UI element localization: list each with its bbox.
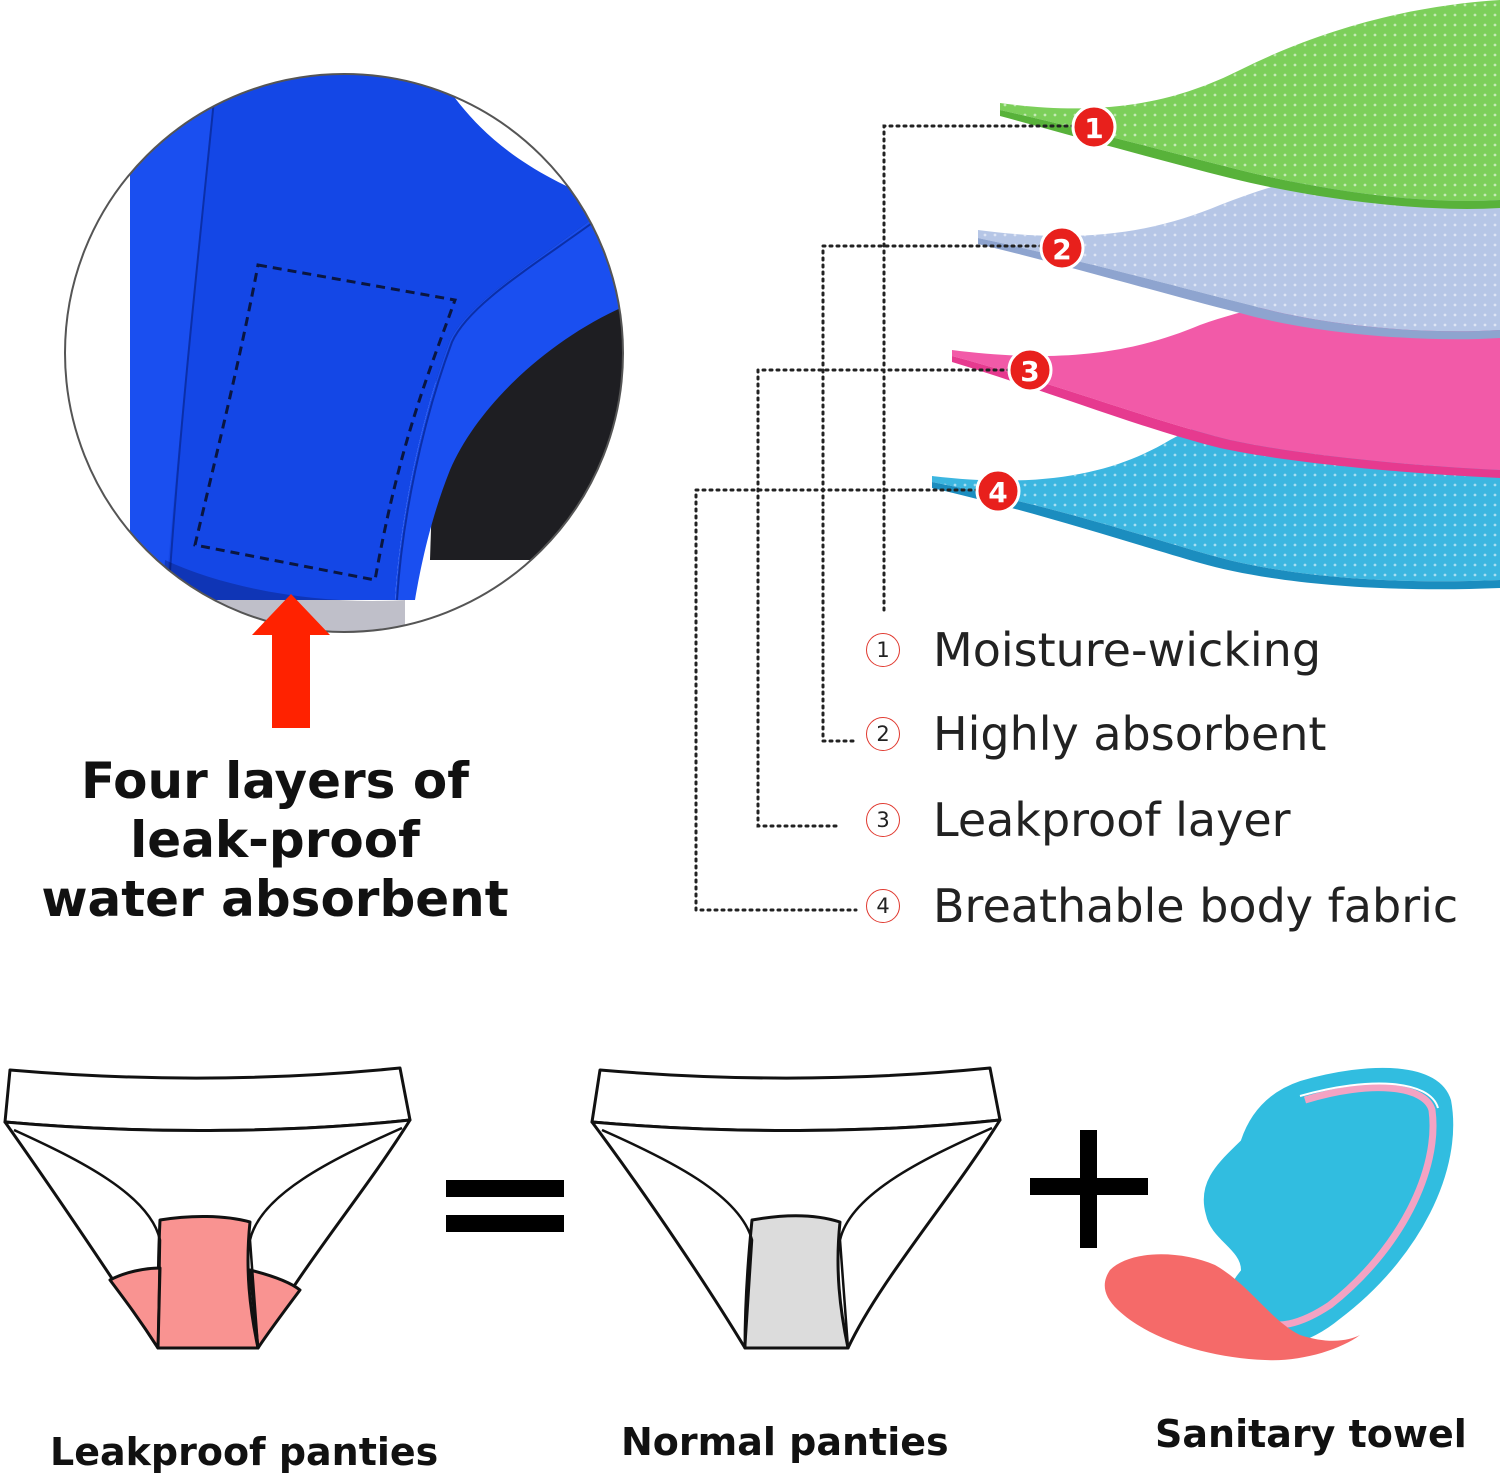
marker-2-icon: 2 <box>1039 225 1085 271</box>
headline-line-3: water absorbent <box>41 870 509 928</box>
layer-stack <box>932 0 1500 590</box>
legend-item-leakproof-layer: 3 Leakproof layer <box>866 790 1291 850</box>
headline: Four layers of leak-proof water absorben… <box>20 752 530 929</box>
equals-sign-icon <box>446 1180 564 1232</box>
layer-1-sheet <box>1000 0 1500 209</box>
svg-text:3: 3 <box>1020 355 1039 388</box>
red-up-arrow-icon <box>252 594 330 728</box>
caption-sanitary-towel: Sanitary towel <box>1155 1412 1467 1456</box>
legend-item-highly-absorbent: 2 Highly absorbent <box>866 704 1326 764</box>
headline-line-1: Four layers of <box>81 752 469 810</box>
leader-lines <box>694 124 1076 912</box>
legend-number-1: 1 <box>866 633 900 667</box>
headline-line-2: leak-proof <box>130 811 420 869</box>
plus-sign-icon <box>1030 1130 1148 1248</box>
layer-3-sheet <box>952 292 1500 478</box>
legend-item-breathable-body-fabric: 4 Breathable body fabric <box>866 876 1458 936</box>
marker-4-icon: 4 <box>975 468 1021 514</box>
legend-number-2: 2 <box>866 717 900 751</box>
layer-markers: 1 2 3 4 <box>975 104 1117 514</box>
legend-label-4: Breathable body fabric <box>933 879 1459 933</box>
legend-label-3: Leakproof layer <box>933 793 1291 847</box>
caption-normal-panties: Normal panties <box>621 1420 949 1464</box>
legend-label-1: Moisture-wicking <box>933 623 1322 677</box>
panty-closeup-circle <box>64 73 624 633</box>
normal-panties-illustration <box>590 1066 1002 1350</box>
marker-1-icon: 1 <box>1071 104 1117 150</box>
legend-item-moisture-wicking: 1 Moisture-wicking <box>866 620 1321 680</box>
legend-label-2: Highly absorbent <box>933 707 1327 761</box>
svg-text:2: 2 <box>1052 233 1071 266</box>
leakproof-panties-illustration <box>3 1066 412 1350</box>
sanitary-towel-illustration <box>1104 1065 1456 1361</box>
svg-text:1: 1 <box>1084 112 1103 145</box>
legend-number-3: 3 <box>866 803 900 837</box>
marker-3-icon: 3 <box>1007 347 1053 393</box>
caption-leakproof-panties: Leakproof panties <box>50 1430 439 1474</box>
svg-text:4: 4 <box>988 476 1007 509</box>
legend-number-4: 4 <box>866 889 900 923</box>
